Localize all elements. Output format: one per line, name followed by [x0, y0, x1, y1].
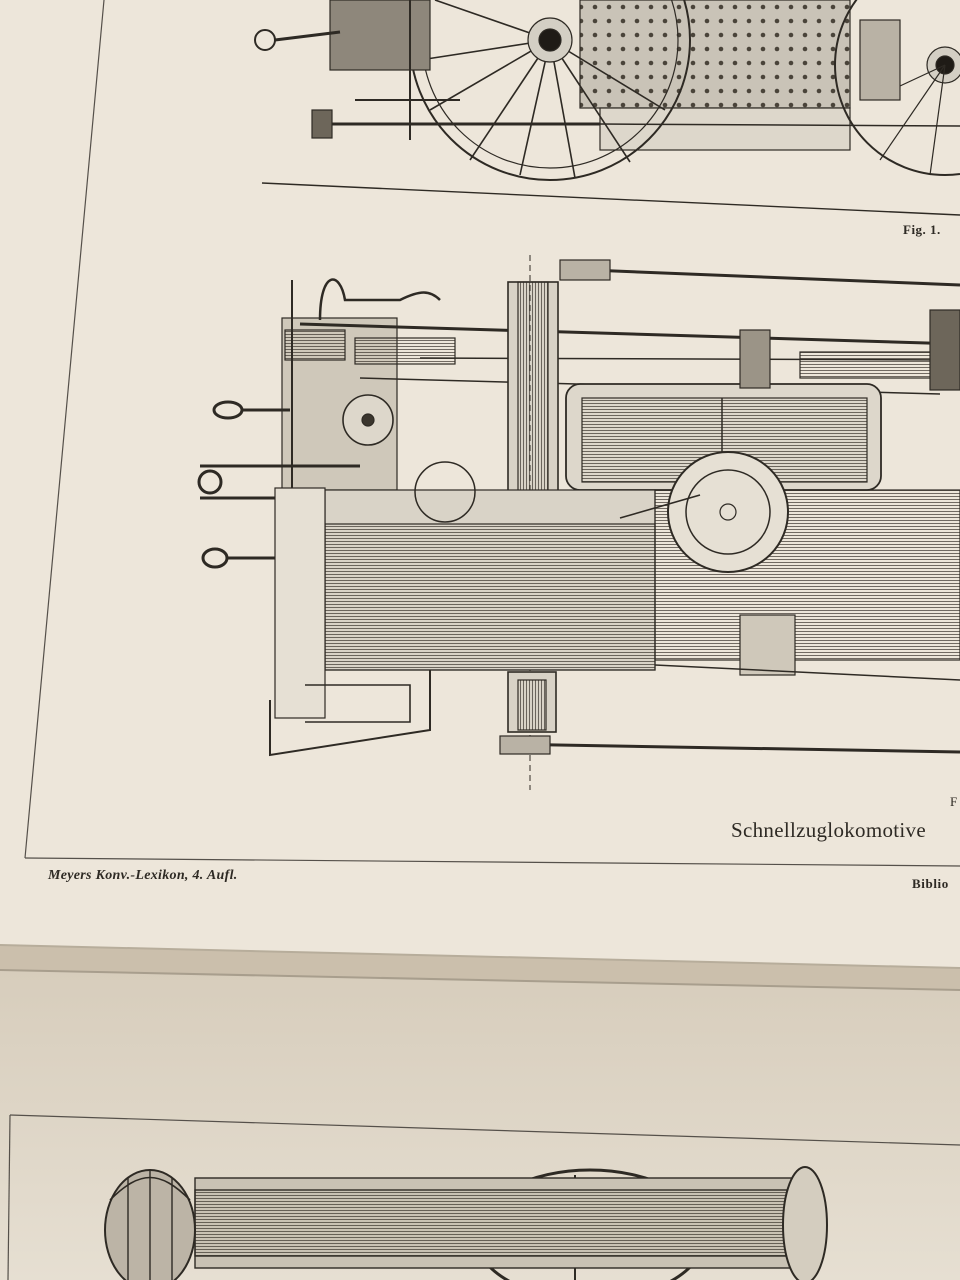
plate-title-edge-letter: F — [950, 794, 958, 809]
locomotive-side-elevation — [254, 0, 960, 216]
publisher-label: Biblio — [912, 876, 949, 891]
publication-credit: Meyers Konv.-Lexikon, 4. Aufl. — [48, 868, 238, 883]
figure-label: Fig. 1. — [903, 222, 941, 237]
upper-plate-sheet — [0, 0, 960, 969]
plate-title: Schnellzuglokomotive — [731, 818, 926, 842]
locomotive-plan-view — [197, 255, 960, 790]
lower-engraving-pipe — [104, 1166, 828, 1280]
